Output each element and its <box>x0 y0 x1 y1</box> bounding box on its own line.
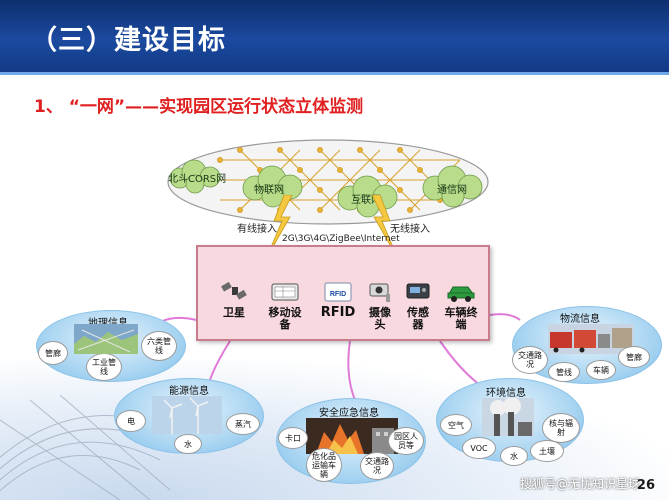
node-logistics-pipelines: 管线 <box>548 362 580 382</box>
wireless-arrow <box>371 195 399 260</box>
node-env-water: 水 <box>500 446 528 466</box>
device-mobile: 移动设 备 <box>264 282 306 331</box>
satellite-icon <box>221 281 247 300</box>
cloud-label-beidou: 北斗CORS网 <box>168 174 227 185</box>
device-camera: 摄像 头 <box>364 280 396 331</box>
bubble-title-environment: 环境信息 <box>486 388 526 399</box>
node-energy-steam: 蒸汽 <box>226 413 260 435</box>
page-number: 26 <box>636 478 655 493</box>
cloud-label-telecom: 通信网 <box>437 185 467 196</box>
bubble-title-safety: 安全应急信息 <box>319 408 379 419</box>
access-arrows <box>265 195 399 260</box>
mobile-device-icon <box>271 283 299 301</box>
device-rfid: RFID RFID <box>320 282 356 319</box>
cloud-iot <box>242 165 303 208</box>
node-env-air: 空气 <box>440 414 472 436</box>
page-title: （三）建设目标 <box>30 25 226 56</box>
bubble-title-energy: 能源信息 <box>169 386 209 397</box>
device-sensor: 传感 器 <box>402 280 434 331</box>
node-energy-water: 水 <box>174 434 202 454</box>
header-bar: （三）建设目标 <box>0 0 669 72</box>
node-env-voc: VOC <box>462 437 496 459</box>
node-safety-traffic: 交通路 况 <box>360 452 394 480</box>
cloud-internet <box>337 175 398 218</box>
node-logistics-vehicles: 车辆 <box>586 360 616 380</box>
wired-arrow <box>265 195 293 260</box>
wireless-access-label: 无线接入 <box>390 224 430 235</box>
node-env-soil: 土壤 <box>530 440 564 462</box>
logistics-trucks-image <box>548 324 634 354</box>
node-energy-electricity: 电 <box>116 410 146 432</box>
sensor-icon <box>406 283 430 299</box>
geo-map-image <box>74 324 138 354</box>
node-env-radiation: 核与辐 射 <box>542 413 580 443</box>
node-logistics-pipe-gallery: 管廊 <box>618 346 650 368</box>
rfid-icon: RFID <box>324 282 352 302</box>
node-safety-hazmat-vehicles: 危化品 运输车 辆 <box>306 448 342 482</box>
camera-icon <box>369 283 390 302</box>
network-sphere <box>167 139 489 225</box>
environment-factory-image <box>482 397 534 436</box>
bubble-title-logistics: 物流信息 <box>560 314 600 325</box>
node-geo-six-pipelines: 六类管 线 <box>141 331 177 361</box>
device-vehicle-terminal: 车辆终 端 <box>440 280 482 331</box>
node-geo-industrial-pipelines: 工业管 线 <box>86 353 122 381</box>
node-safety-checkpoint: 卡口 <box>278 427 308 449</box>
cloud-beidou <box>169 159 221 194</box>
satellite-dish-illustration <box>0 394 201 500</box>
node-geo-pipe-gallery: 管廊 <box>38 341 68 365</box>
cloud-telecom <box>422 165 483 208</box>
device-satellite: 卫星 <box>218 278 250 319</box>
protocol-label: 2G\3G\4G\ZigBee\Internet <box>282 234 400 244</box>
wired-access-label: 有线接入 <box>237 224 277 235</box>
vehicle-terminal-icon <box>447 286 475 302</box>
node-logistics-traffic: 交通路 况 <box>512 346 548 374</box>
cloud-label-internet: 互联网 <box>351 195 381 206</box>
node-safety-park-staff: 园区人 员等 <box>388 427 424 455</box>
svg-text:RFID: RFID <box>330 291 346 298</box>
header-stripe <box>0 72 669 75</box>
section-subtitle: 1、 “一网”——实现园区运行状态立体监测 <box>34 97 364 117</box>
energy-wind-image <box>152 396 222 434</box>
cloud-label-iot: 物联网 <box>254 185 284 196</box>
bubble-title-geographic: 地理信息 <box>88 318 128 329</box>
watermark: 搜狐号@无忧知识星球 <box>520 477 641 491</box>
